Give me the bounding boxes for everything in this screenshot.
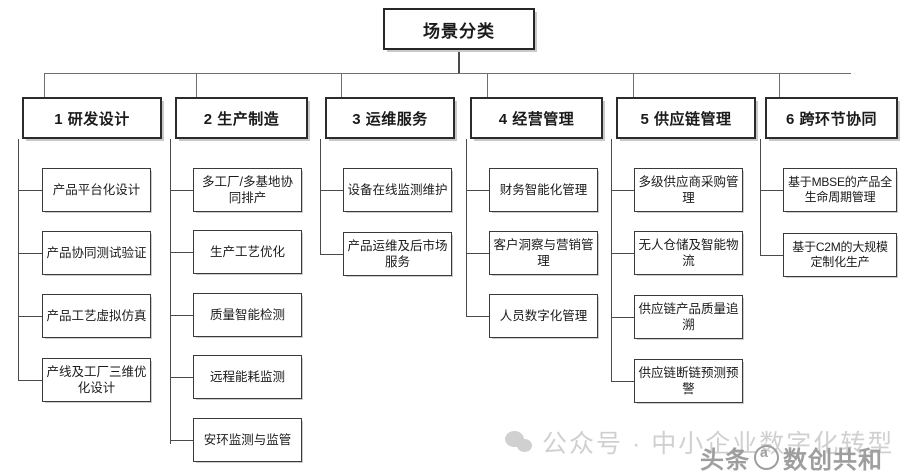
leaf-label: 生产工艺优化 <box>209 245 285 259</box>
stub-2-2 <box>170 252 193 253</box>
leaf-label: 产线及工厂三维优化设计 <box>46 365 147 395</box>
stub-2-4 <box>170 377 193 378</box>
stub-1-1 <box>18 190 42 191</box>
wechat-watermark-text: 公众号 · 中小企业数字化转型 <box>542 430 895 458</box>
leaf-label: 基于C2M的大规模定制化生产 <box>792 240 888 269</box>
leaf-label: 供应链产品质量追溯 <box>638 302 739 332</box>
root-node-label: 场景分类 <box>423 21 495 41</box>
leaf-label: 产品平台化设计 <box>52 183 141 197</box>
leaf-label: 多工厂/多基地协同排产 <box>202 175 293 205</box>
leaf-label: 客户洞察与营销管理 <box>493 238 594 268</box>
leaf-node[interactable]: 客户洞察与营销管理 <box>489 231 598 275</box>
leaf-node[interactable]: 产品运维及后市场服务 <box>343 232 452 276</box>
category-header-cross-link[interactable]: 6 跨环节协同 <box>765 97 898 139</box>
trunk-category-3 <box>320 139 321 255</box>
leaf-node[interactable]: 无人仓储及智能物流 <box>634 231 743 275</box>
category-bus <box>44 73 851 75</box>
stub-6-2 <box>760 255 783 256</box>
leaf-label: 质量智能检测 <box>209 308 285 322</box>
leaf-node[interactable]: 多工厂/多基地协同排产 <box>193 168 302 212</box>
leaf-node[interactable]: 人员数字化管理 <box>489 294 598 338</box>
drop-to-category-1 <box>44 73 45 97</box>
category-label: 1 研发设计 <box>54 110 130 128</box>
stub-5-1 <box>611 190 634 191</box>
drop-to-category-5 <box>633 73 634 97</box>
leaf-node[interactable]: 设备在线监测维护 <box>343 168 452 212</box>
category-label: 5 供应链管理 <box>640 110 732 128</box>
toutiao-handle: 数创共和 <box>783 447 883 472</box>
wechat-watermark: 公众号 · 中小企业数字化转型 <box>505 424 894 460</box>
leaf-label: 远程能耗监测 <box>209 370 285 384</box>
leaf-node[interactable]: 质量智能检测 <box>193 293 302 337</box>
leaf-label: 产品运维及后市场服务 <box>347 239 448 269</box>
root-stem <box>458 50 460 73</box>
leaf-node[interactable]: 多级供应商采购管理 <box>634 168 743 212</box>
leaf-node[interactable]: 产品协同测试验证 <box>42 231 151 275</box>
stub-2-3 <box>170 315 193 316</box>
leaf-node[interactable]: 供应链断链预测预警 <box>634 359 743 403</box>
leaf-node[interactable]: 安环监测与监管 <box>193 418 302 462</box>
leaf-label: 基于MBSE的产品全生命周期管理 <box>787 175 892 204</box>
drop-to-category-4 <box>487 73 488 97</box>
leaf-node[interactable]: 产品工艺虚拟仿真 <box>42 294 151 338</box>
leaf-node[interactable]: 远程能耗监测 <box>193 355 302 399</box>
leaf-node[interactable]: 产品平台化设计 <box>42 168 151 212</box>
root-node[interactable]: 场景分类 <box>383 8 535 50</box>
stub-4-1 <box>466 190 489 191</box>
stub-5-2 <box>611 253 634 254</box>
leaf-label: 供应链断链预测预警 <box>638 366 739 396</box>
stub-6-1 <box>760 190 783 191</box>
toutiao-watermark: 头条 数创共和 <box>700 440 883 472</box>
at-icon <box>754 444 779 470</box>
stub-4-2 <box>466 253 489 254</box>
category-label: 2 生产制造 <box>203 110 280 128</box>
stub-2-1 <box>170 190 193 191</box>
stub-5-3 <box>611 317 634 318</box>
category-header-supply-chain[interactable]: 5 供应链管理 <box>616 97 756 139</box>
leaf-label: 无人仓储及智能物流 <box>638 238 739 268</box>
leaf-label: 产品协同测试验证 <box>46 246 147 260</box>
leaf-node[interactable]: 供应链产品质量追溯 <box>634 295 743 339</box>
leaf-node[interactable]: 生产工艺优化 <box>193 230 302 274</box>
stub-1-2 <box>18 253 42 254</box>
category-header-rd-design[interactable]: 1 研发设计 <box>22 97 162 139</box>
leaf-label: 设备在线监测维护 <box>347 183 448 197</box>
trunk-category-5 <box>611 139 612 381</box>
stub-3-1 <box>320 190 343 191</box>
stub-1-3 <box>18 316 42 317</box>
leaf-label: 安环监测与监管 <box>203 433 292 447</box>
leaf-node[interactable]: 财务智能化管理 <box>489 168 598 212</box>
trunk-category-6 <box>760 139 761 256</box>
trunk-category-2 <box>170 139 171 444</box>
stub-1-4 <box>18 380 42 381</box>
trunk-category-4 <box>466 139 467 317</box>
leaf-node[interactable]: 产线及工厂三维优化设计 <box>42 358 151 402</box>
leaf-node[interactable]: 基于MBSE的产品全生命周期管理 <box>783 168 897 212</box>
category-header-ops-service[interactable]: 3 运维服务 <box>325 97 455 139</box>
drop-to-category-6 <box>779 73 780 97</box>
stub-5-4 <box>611 381 634 382</box>
stub-4-3 <box>466 316 489 317</box>
category-label: 3 运维服务 <box>352 110 428 128</box>
leaf-label: 产品工艺虚拟仿真 <box>46 309 147 323</box>
stub-3-2 <box>320 254 343 255</box>
category-header-business-mgmt[interactable]: 4 经营管理 <box>470 97 603 139</box>
category-label: 6 跨环节协同 <box>785 110 877 128</box>
drop-to-category-3 <box>341 73 342 97</box>
drop-to-category-2 <box>196 73 197 97</box>
leaf-label: 财务智能化管理 <box>499 183 588 197</box>
category-header-production[interactable]: 2 生产制造 <box>175 97 308 139</box>
toutiao-prefix: 头条 <box>700 447 750 472</box>
trunk-category-1 <box>18 139 19 380</box>
category-label: 4 经营管理 <box>498 110 575 128</box>
leaf-node[interactable]: 基于C2M的大规模定制化生产 <box>783 233 897 277</box>
wechat-icon <box>505 431 533 453</box>
leaf-label: 多级供应商采购管理 <box>638 175 739 205</box>
stub-2-5 <box>170 440 193 441</box>
leaf-label: 人员数字化管理 <box>499 309 588 323</box>
